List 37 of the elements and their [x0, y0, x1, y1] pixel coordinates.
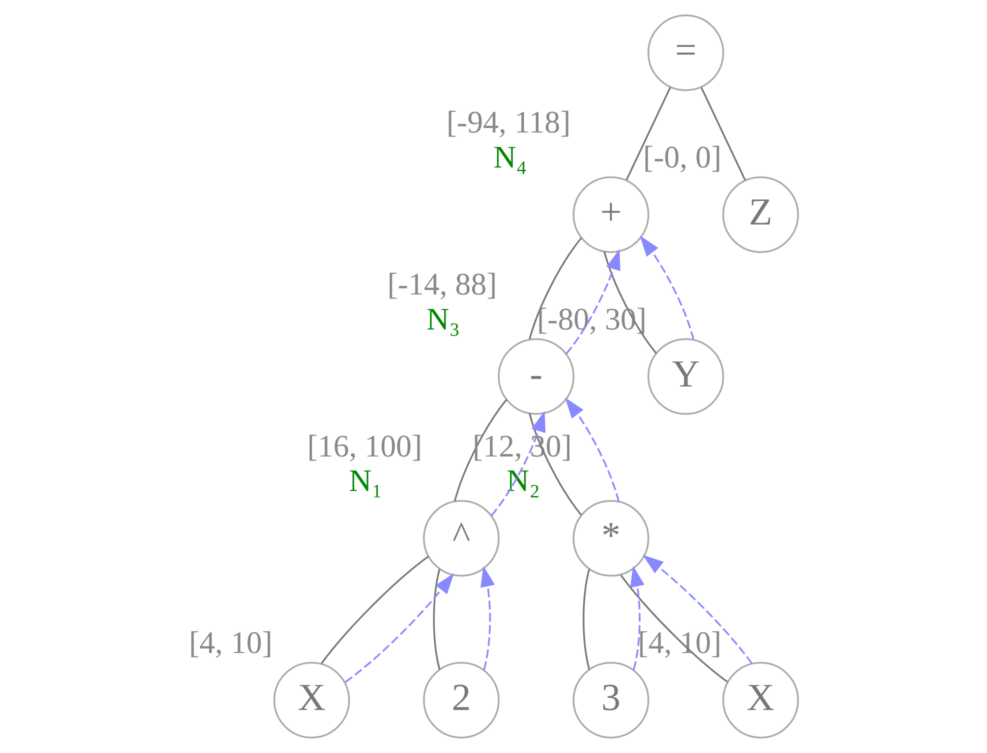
connector	[528, 237, 582, 340]
node-circle: 2	[423, 662, 500, 738]
node-label: [16, 100]	[307, 428, 422, 464]
node-label: N₃	[426, 301, 460, 336]
node-circle: ^	[423, 500, 500, 577]
arrow	[640, 236, 694, 340]
node-circle: Z	[722, 176, 799, 253]
node-circle: X	[273, 662, 350, 738]
arrow	[630, 566, 645, 670]
node-label: [4, 10]	[188, 625, 272, 660]
node-circle: -	[498, 338, 574, 415]
node-circle: 3	[572, 662, 650, 738]
connector	[433, 568, 440, 670]
arrow	[566, 249, 620, 354]
arrow	[480, 566, 495, 670]
node-label: [4, 10]	[638, 625, 722, 660]
arrow	[490, 410, 546, 516]
node-circle: +	[572, 176, 650, 253]
node-label: [-94, 118]	[446, 104, 571, 140]
node-circle: *	[572, 500, 650, 577]
arrow	[344, 573, 454, 683]
node-label: [-0, 0]	[643, 140, 722, 174]
node-circle: =	[648, 14, 724, 92]
connector	[320, 556, 429, 664]
arrow	[642, 554, 753, 664]
node-circle: Y	[648, 338, 724, 415]
connector	[626, 87, 672, 181]
connector	[700, 87, 746, 181]
node-circle: X	[722, 662, 799, 738]
arrow	[565, 398, 620, 502]
connector	[454, 399, 508, 502]
node-label: N₂	[506, 463, 540, 498]
node-label: [-14, 88]	[387, 266, 497, 302]
connector	[582, 568, 590, 670]
node-label: N₁	[349, 463, 383, 498]
connector	[620, 574, 728, 683]
node-label: N₄	[494, 140, 528, 174]
